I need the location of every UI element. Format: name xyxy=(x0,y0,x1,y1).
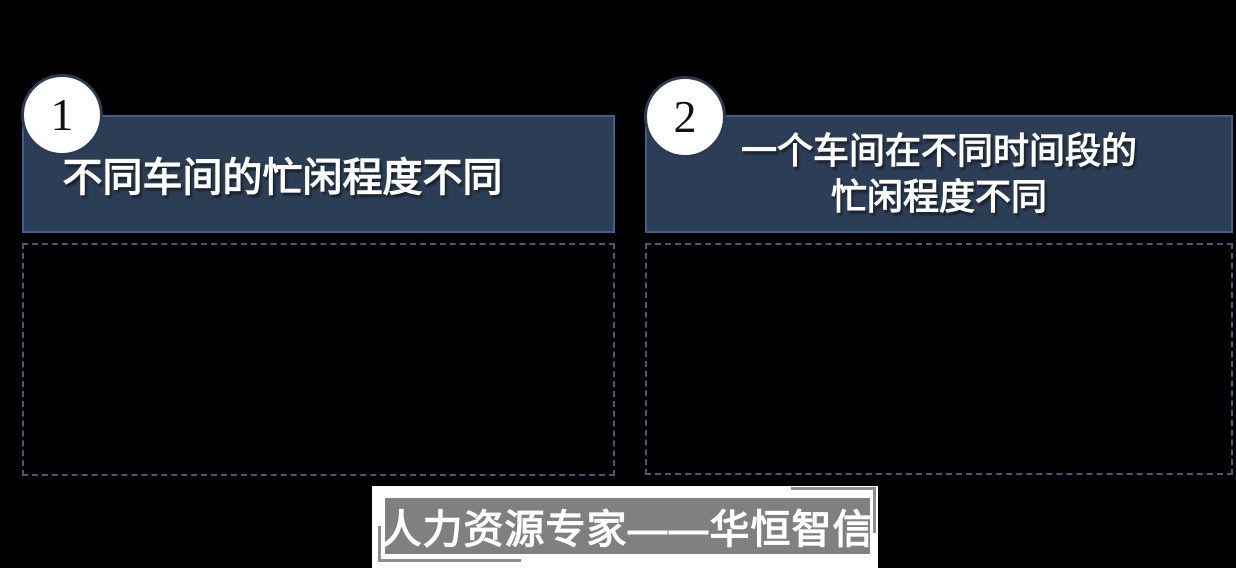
section-2-header: 一个车间在不同时间段的 忙闲程度不同 xyxy=(645,115,1233,233)
section-2-content-placeholder xyxy=(645,243,1233,475)
section-1-header: 不同车间的忙闲程度不同 xyxy=(22,115,615,233)
footer-frame-bottom-left-icon xyxy=(378,526,521,562)
section-1-content-placeholder xyxy=(22,243,615,476)
section-1-title: 不同车间的忙闲程度不同 xyxy=(62,156,503,200)
section-2-number-badge: 2 xyxy=(644,76,726,158)
section-1-number: 1 xyxy=(50,89,74,140)
section-2-number: 2 xyxy=(673,91,697,142)
section-1-number-badge: 1 xyxy=(21,74,103,156)
footer-logo-text: 人力资源专家——华恒智信 xyxy=(381,508,874,552)
footer-logo: 人力资源专家——华恒智信 xyxy=(382,498,873,554)
footer-frame-top-right-icon xyxy=(791,487,876,533)
section-2-title-line-2: 忙闲程度不同 xyxy=(830,176,1047,217)
section-2-title-line-1: 一个车间在不同时间段的 xyxy=(740,130,1137,171)
